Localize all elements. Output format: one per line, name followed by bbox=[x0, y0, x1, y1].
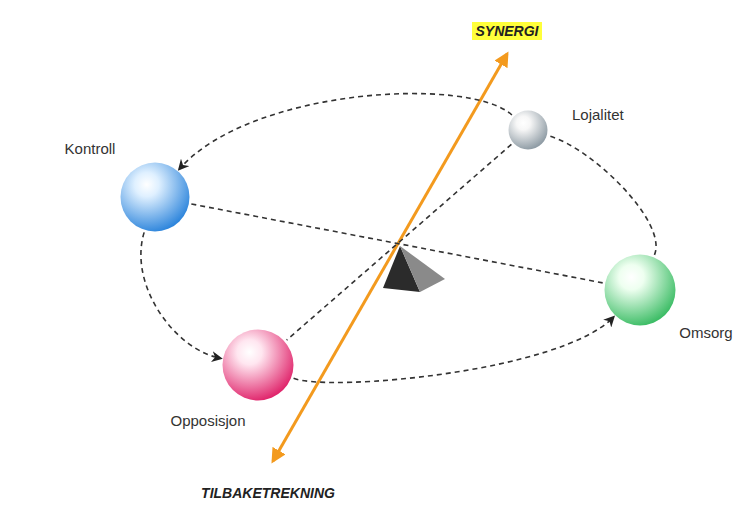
node-label: Kontroll bbox=[65, 140, 116, 157]
sphere-shape bbox=[605, 255, 676, 326]
sphere-node: Kontroll bbox=[120, 162, 190, 232]
node-label: Opposisjon bbox=[170, 412, 245, 429]
dashed-connector bbox=[294, 317, 614, 382]
sphere-shape bbox=[121, 163, 190, 232]
sphere-node: Lojalitet bbox=[508, 110, 548, 150]
dashed-connector bbox=[549, 136, 656, 255]
axis-label: TILBAKETREKNING bbox=[201, 485, 335, 501]
pyramid-face bbox=[400, 246, 445, 292]
sphere-node: Opposisjon bbox=[222, 329, 294, 401]
sphere-shape bbox=[223, 330, 294, 401]
node-label: Lojalitet bbox=[572, 106, 624, 123]
dashed-connector bbox=[141, 232, 221, 358]
sphere-node: Omsorg bbox=[604, 254, 676, 326]
axis-label: SYNERGI bbox=[472, 22, 541, 40]
sphere bbox=[604, 254, 676, 326]
node-label: Omsorg bbox=[679, 324, 732, 341]
sphere bbox=[120, 162, 190, 232]
synergy-axis bbox=[273, 54, 507, 461]
dashed-connector bbox=[287, 144, 512, 340]
sphere bbox=[222, 329, 294, 401]
dashed-connector bbox=[179, 94, 512, 170]
sphere bbox=[508, 110, 548, 150]
sphere-shape bbox=[509, 111, 548, 150]
